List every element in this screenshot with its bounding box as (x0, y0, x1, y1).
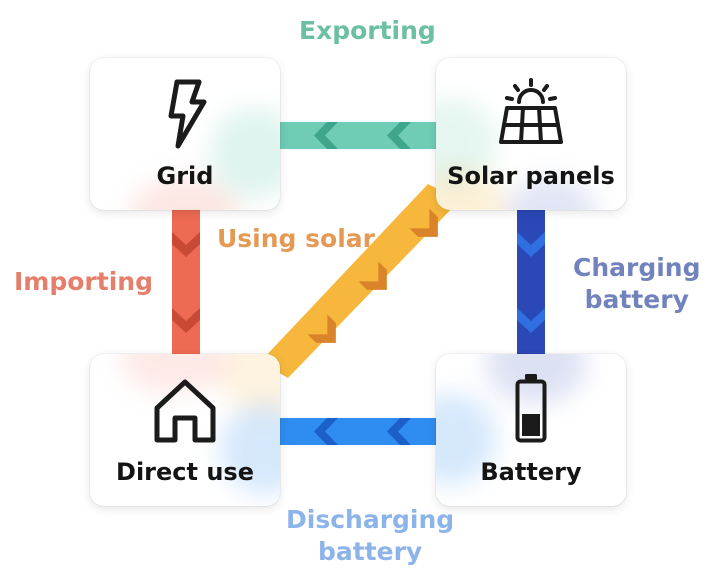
chevron-down-icon (172, 308, 200, 333)
chevron-left-icon (314, 122, 338, 149)
chevron-left-icon (314, 418, 338, 445)
exporting-arrow (280, 122, 438, 149)
battery-node: Battery (436, 354, 626, 506)
charging-battery-label: Charging battery (573, 252, 701, 316)
chevron-down-left-icon (307, 314, 336, 343)
importing-label: Importing (14, 266, 153, 298)
chevron-down-icon (517, 232, 545, 257)
discharging-label-line2: battery (317, 537, 423, 566)
exporting-label-text: Exporting (299, 16, 436, 45)
battery-label: Battery (480, 458, 582, 486)
solar-panels-node: Solar panels (436, 58, 626, 210)
exporting-label: Exporting (299, 15, 436, 47)
direct-use-node: Direct use (90, 354, 280, 506)
using-solar-arrow (260, 184, 460, 378)
charging-label-line2: battery (584, 285, 689, 314)
chevron-down-left-icon (358, 261, 387, 290)
house-icon (154, 379, 216, 443)
grid-node: Grid (90, 58, 280, 210)
importing-arrow (172, 208, 200, 358)
battery-icon (515, 374, 547, 443)
using-solar-label-text: Using solar (217, 224, 375, 253)
lightning-bolt-icon (168, 79, 207, 149)
chevron-left-icon (387, 122, 411, 149)
discharging-label-line1: Discharging (286, 505, 455, 534)
chevron-left-icon (387, 418, 411, 445)
charging-arrow (517, 208, 545, 358)
discharging-battery-label: Discharging battery (286, 504, 454, 568)
importing-label-text: Importing (14, 267, 153, 296)
grid-label: Grid (156, 162, 214, 190)
charging-label-line1: Charging (573, 253, 701, 282)
chevron-down-left-icon (409, 208, 438, 237)
solar-panel-icon (499, 78, 563, 144)
solar-panels-label: Solar panels (447, 162, 615, 190)
using-solar-label: Using solar (217, 223, 375, 255)
chevron-down-icon (172, 232, 200, 257)
discharging-arrow (280, 418, 438, 445)
chevron-down-icon (517, 308, 545, 333)
direct-use-label: Direct use (116, 458, 254, 486)
